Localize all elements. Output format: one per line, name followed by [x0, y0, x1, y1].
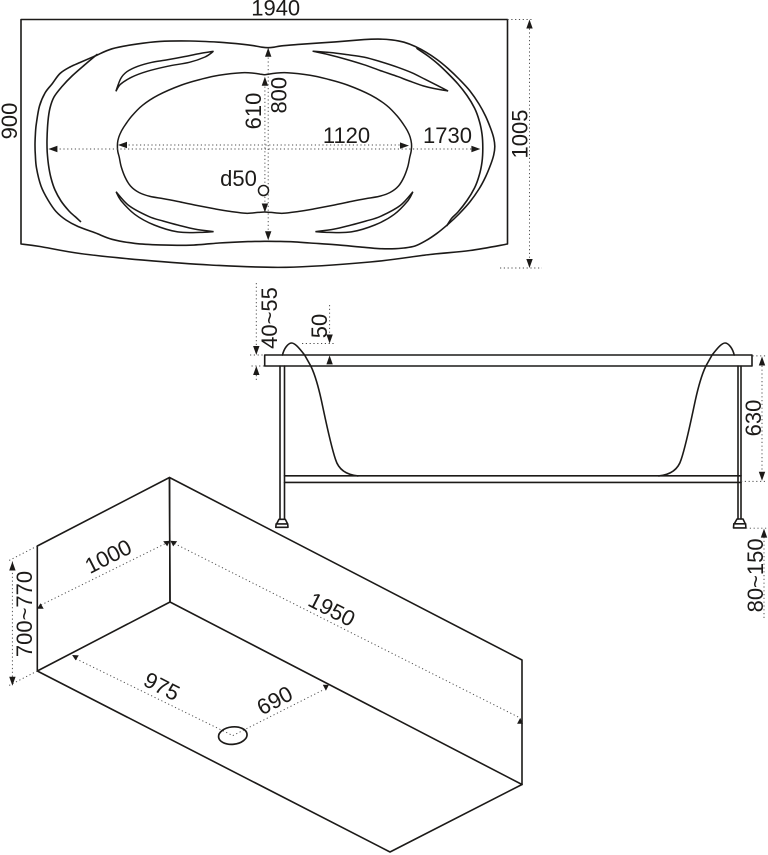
- svg-text:1730: 1730: [423, 123, 472, 148]
- svg-text:1120: 1120: [323, 123, 370, 148]
- svg-text:40~55: 40~55: [257, 287, 282, 349]
- svg-text:700~770: 700~770: [12, 571, 37, 657]
- svg-text:610: 610: [241, 93, 266, 130]
- svg-text:630: 630: [741, 400, 766, 437]
- svg-text:800: 800: [267, 77, 292, 114]
- svg-text:80~150: 80~150: [743, 538, 768, 612]
- svg-text:d50: d50: [220, 166, 257, 191]
- svg-text:1005: 1005: [508, 110, 533, 159]
- svg-text:1940: 1940: [251, 0, 300, 21]
- svg-text:900: 900: [0, 103, 22, 140]
- svg-text:50: 50: [307, 314, 332, 338]
